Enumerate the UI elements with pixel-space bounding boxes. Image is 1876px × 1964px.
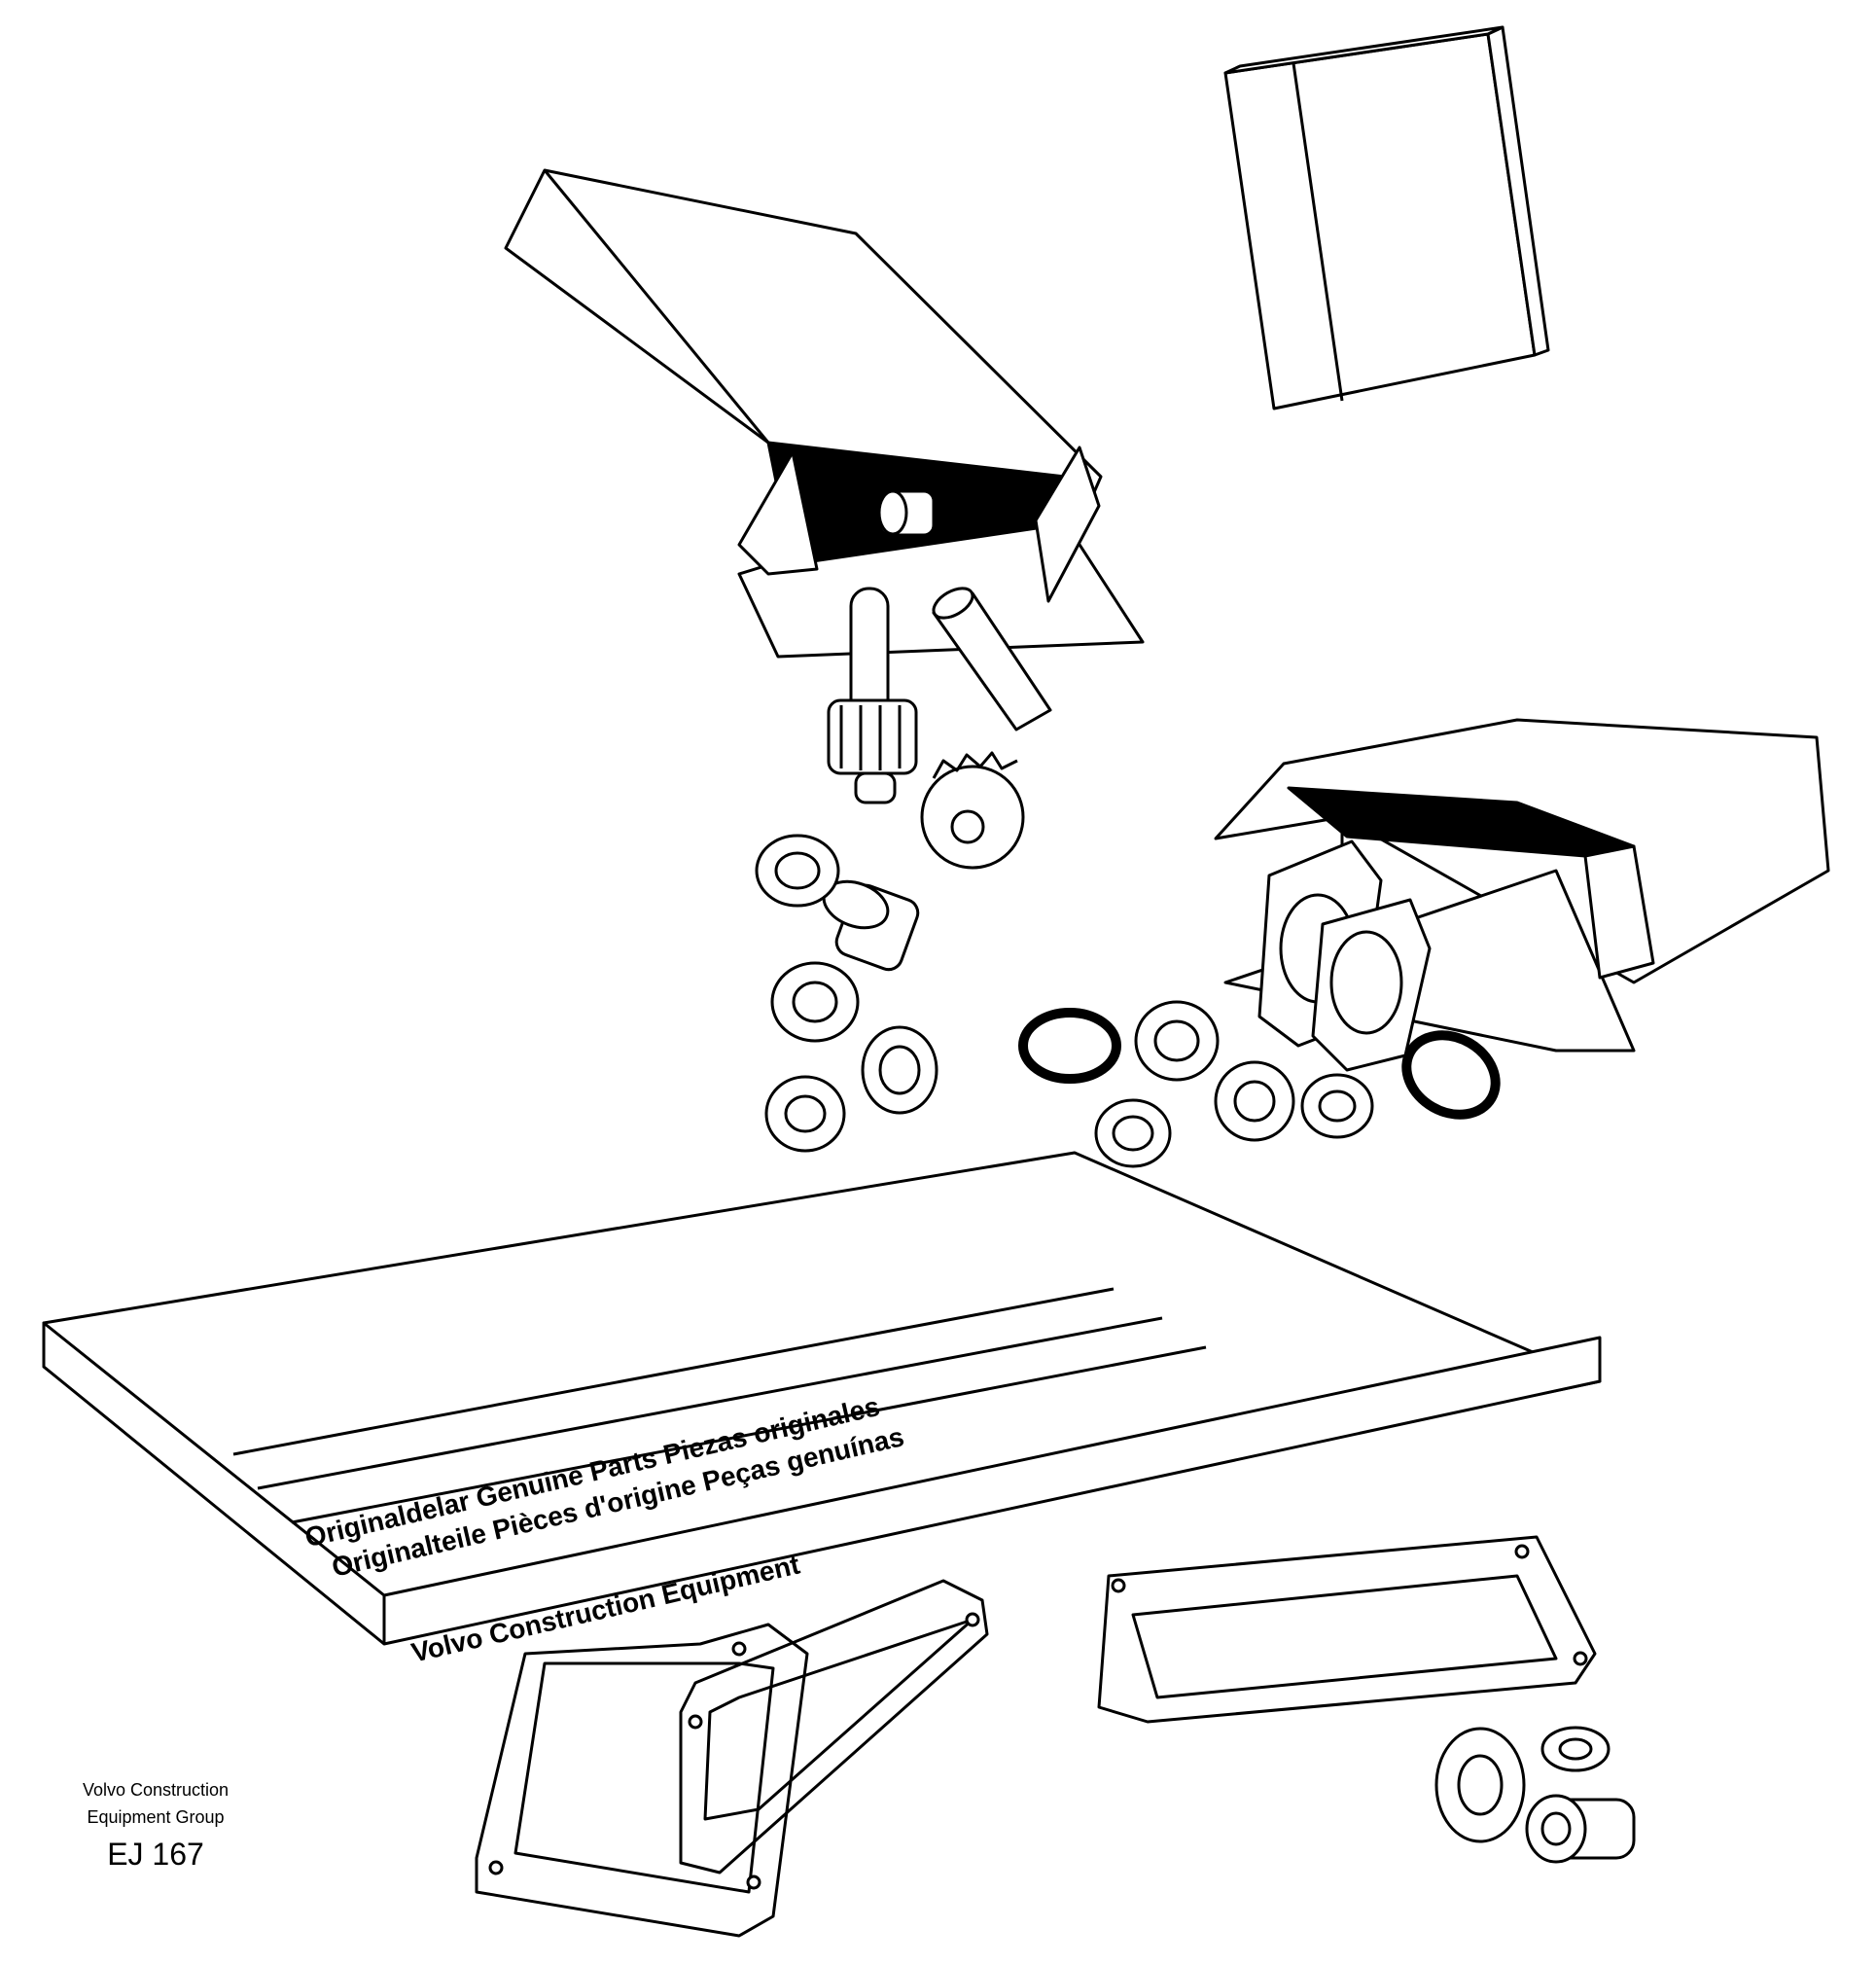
seals-right (1018, 1000, 1501, 1168)
bearings (1434, 1726, 1636, 1864)
caption-code: EJ 167 (107, 1837, 204, 1872)
bushing-left (822, 879, 920, 972)
bushing-in-box (877, 489, 936, 537)
pin (932, 587, 1052, 732)
parts-package (42, 1151, 1602, 1646)
caption-org-line1: Volvo Construction (82, 1780, 230, 1800)
open-box-right (1214, 718, 1830, 1053)
caption-org-line2: Equipment Group (87, 1807, 225, 1827)
flange-gaskets (1257, 839, 1432, 1072)
seals-left (755, 834, 938, 1153)
open-box-left (504, 168, 1145, 659)
gear-shaft (827, 587, 918, 804)
rectangular-gaskets (475, 1535, 1597, 1938)
closed-box (1223, 25, 1550, 411)
gear (920, 751, 1025, 870)
